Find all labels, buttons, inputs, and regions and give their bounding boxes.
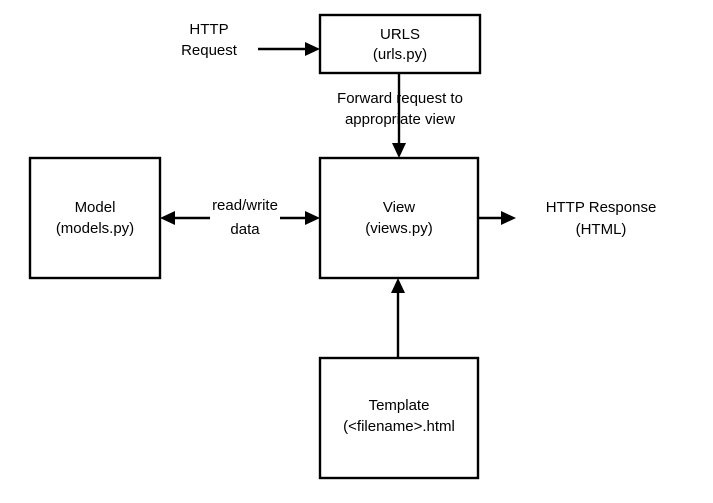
edge-urls-to-view (392, 73, 406, 158)
edge-view-to-http-response (478, 211, 516, 225)
node-model-box[interactable] (28, 156, 162, 280)
arrowhead-into-model (160, 211, 175, 225)
label-http-response-line1: HTTP Response (546, 199, 657, 216)
node-view-label-line1: View (383, 199, 415, 216)
node-model[interactable]: Model (models.py) (28, 156, 162, 280)
label-read-write-data-line2: data (230, 221, 260, 238)
node-urls-label-line2: (urls.py) (373, 46, 427, 63)
node-view-label-line2: (views.py) (365, 220, 433, 237)
label-http-response: HTTP Response (HTML) (546, 199, 657, 238)
arrowhead-http-response (501, 211, 516, 225)
label-read-write-data-line1: read/write (212, 197, 278, 214)
arrowhead-into-urls (305, 42, 320, 56)
label-http-request: HTTP Request (181, 21, 238, 59)
node-template[interactable]: Template (<filename>.html (318, 356, 480, 480)
label-read-write-data: read/write data (212, 197, 278, 238)
label-forward-request: Forward request to appropriate view (337, 90, 463, 128)
label-forward-request-line2: appropriate view (345, 111, 455, 128)
edge-http-request-to-urls (258, 42, 320, 56)
node-template-label-line1: Template (369, 397, 430, 414)
edge-model-to-view (280, 211, 320, 225)
label-forward-request-line1: Forward request to (337, 90, 463, 107)
node-model-label-line1: Model (75, 199, 116, 216)
label-http-request-line2: Request (181, 42, 238, 59)
node-template-box[interactable] (318, 356, 480, 480)
node-template-label-line2: (<filename>.html (343, 418, 455, 435)
edge-template-to-view (391, 278, 405, 358)
node-urls-box[interactable] (318, 13, 482, 75)
node-view-box[interactable] (318, 156, 480, 280)
node-urls-label-line1: URLS (380, 26, 420, 43)
arrowhead-into-view-top (392, 143, 406, 158)
edge-view-to-model (160, 211, 210, 225)
label-http-request-line1: HTTP (189, 21, 228, 38)
node-model-label-line2: (models.py) (56, 220, 134, 237)
arrowhead-into-view-bottom (391, 278, 405, 293)
node-urls[interactable]: URLS (urls.py) (318, 13, 482, 75)
label-http-response-line2: (HTML) (576, 221, 627, 238)
node-view[interactable]: View (views.py) (318, 156, 480, 280)
arrowhead-into-view-left (305, 211, 320, 225)
